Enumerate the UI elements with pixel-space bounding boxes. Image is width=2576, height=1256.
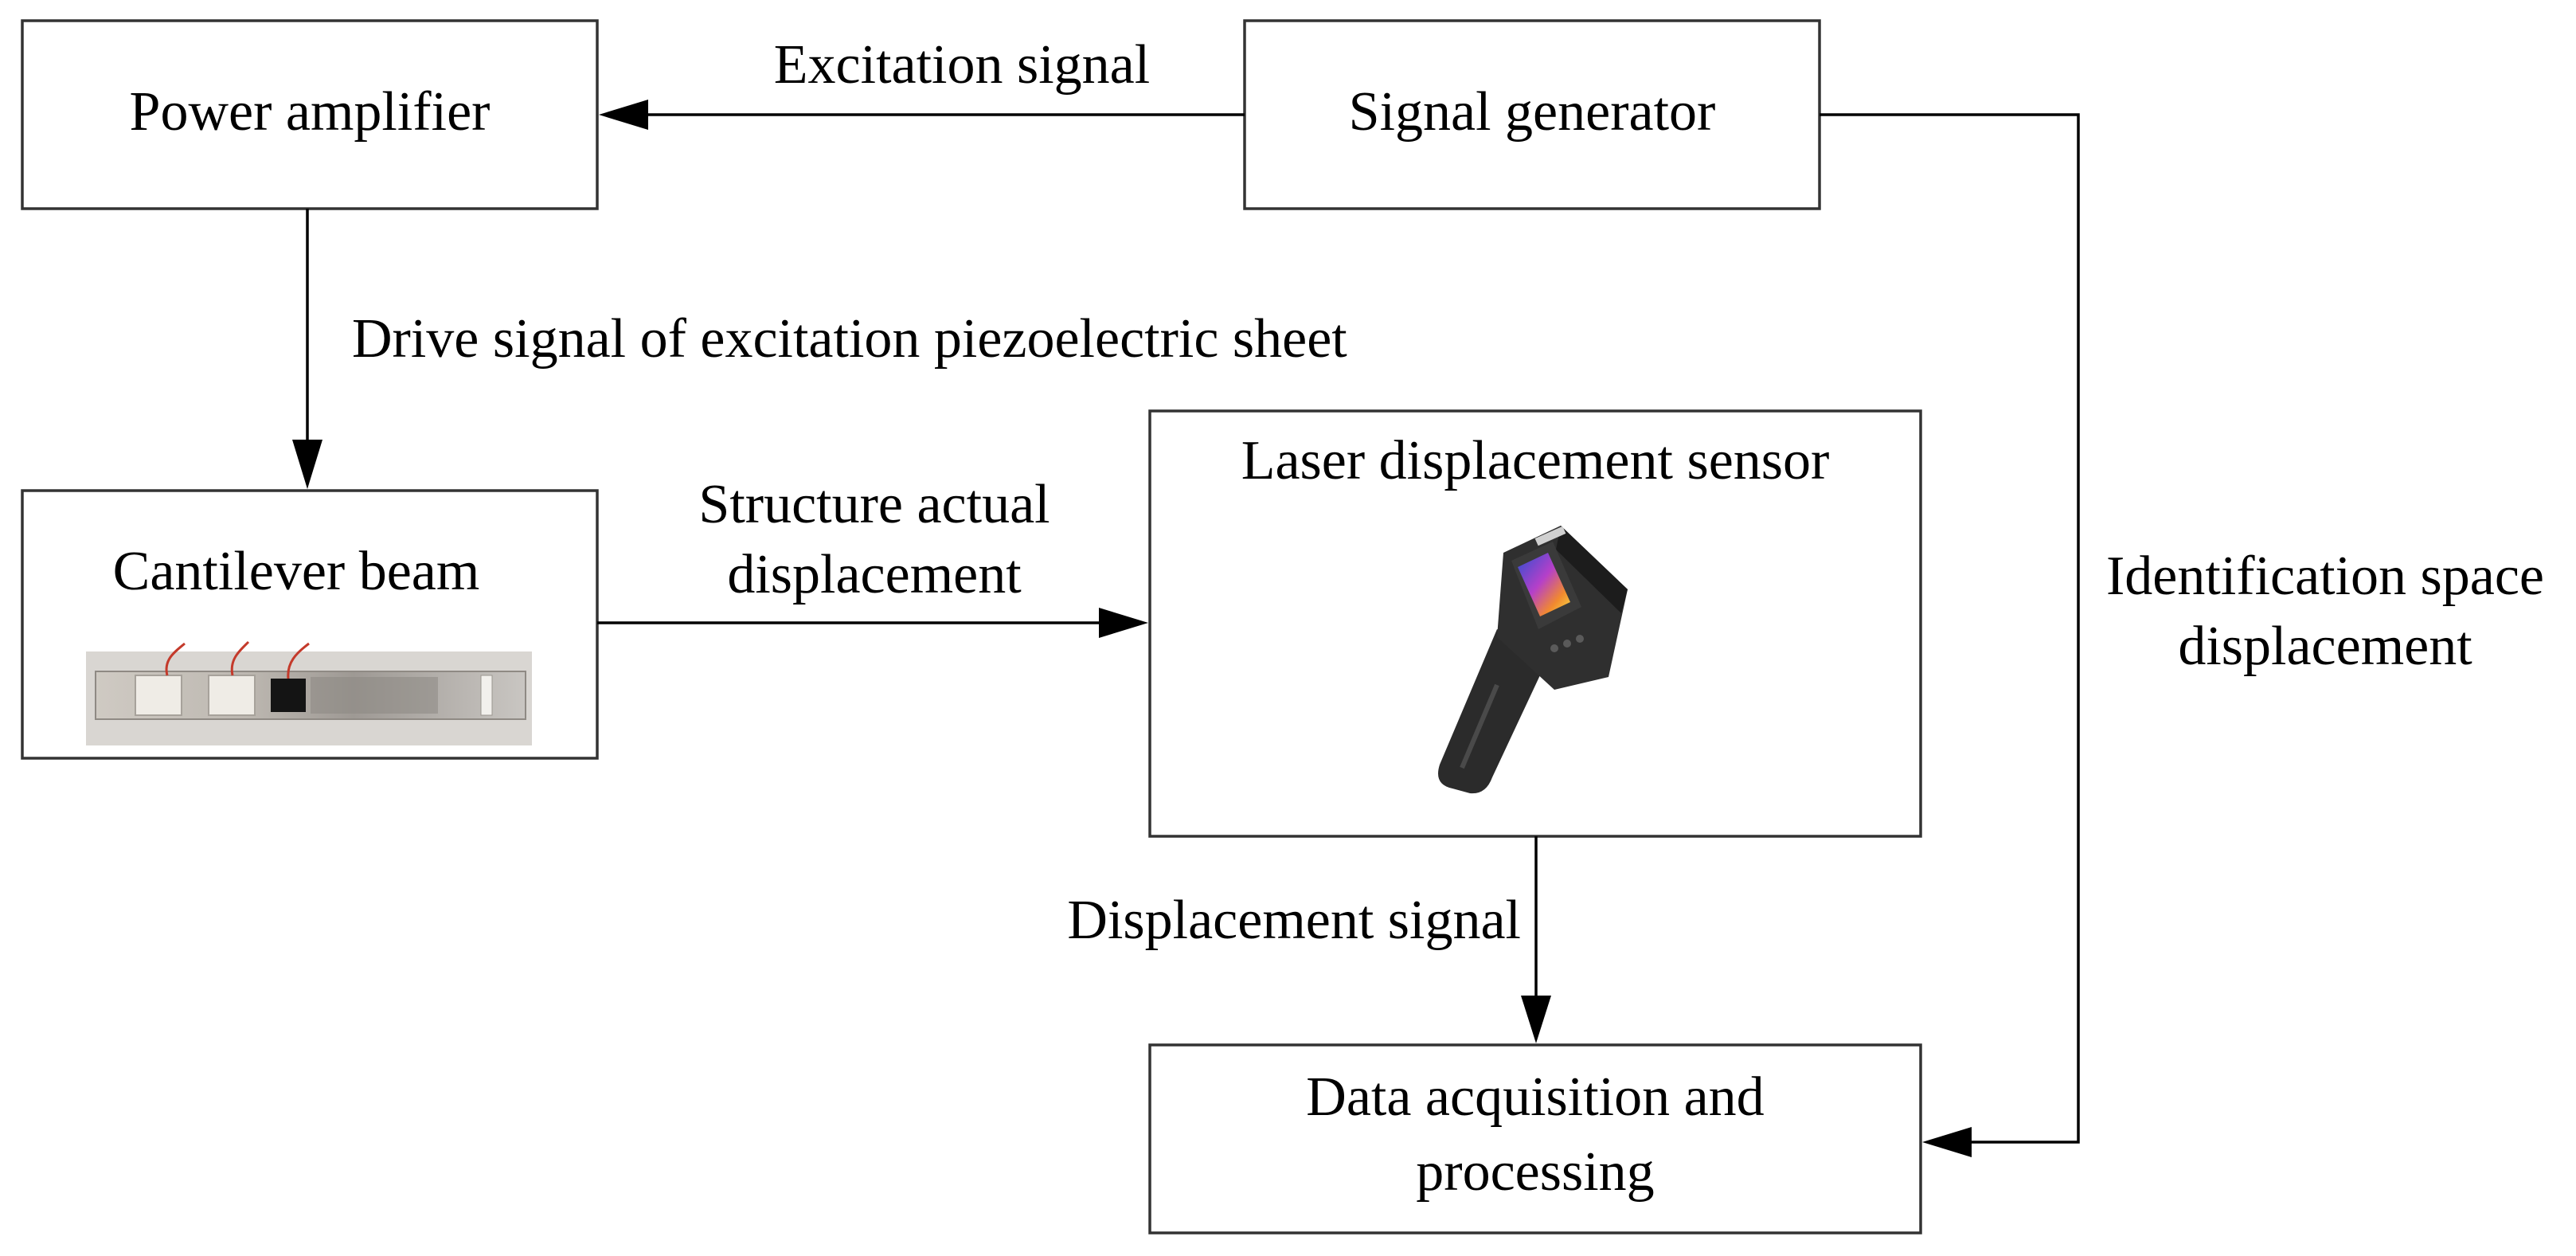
structure-displacement-label-line1: Structure actual <box>698 474 1050 535</box>
displacement-signal-edge: Displacement signal <box>1067 836 1551 1043</box>
structure-displacement-label-line2: displacement <box>727 544 1022 605</box>
displacement-signal-label: Displacement signal <box>1067 890 1521 951</box>
data-acquisition-label-line1: Data acquisition and <box>1306 1066 1764 1128</box>
cantilever-beam-node: Cantilever beam <box>21 489 599 760</box>
power-amplifier-node: Power amplifier <box>21 19 599 210</box>
identification-displacement-label-line1: Identification space <box>2106 546 2544 607</box>
cantilever-beam-label: Cantilever beam <box>113 541 480 602</box>
excitation-signal-label: Excitation signal <box>774 34 1150 96</box>
sensor-device-image <box>1438 526 1628 794</box>
structure-displacement-edge: Structure actual displacement <box>597 474 1148 638</box>
excitation-signal-edge: Excitation signal <box>599 34 1245 130</box>
laser-sensor-node: Laser displacement sensor <box>1148 409 1922 838</box>
identification-displacement-label-line2: displacement <box>2178 616 2472 677</box>
identification-displacement-edge: Identification space displacement <box>1820 113 2544 1157</box>
laser-sensor-label: Laser displacement sensor <box>1241 430 1830 491</box>
cantilever-beam-photo <box>86 640 532 745</box>
signal-generator-node: Signal generator <box>1243 19 1821 210</box>
signal-generator-label: Signal generator <box>1349 81 1716 143</box>
drive-signal-edge: Drive signal of excitation piezoelectric… <box>292 209 1347 489</box>
drive-signal-label: Drive signal of excitation piezoelectric… <box>352 308 1347 370</box>
power-amplifier-label: Power amplifier <box>130 81 491 143</box>
data-acquisition-node: Data acquisition and processing <box>1148 1043 1922 1234</box>
data-acquisition-label-line2: processing <box>1416 1141 1654 1203</box>
